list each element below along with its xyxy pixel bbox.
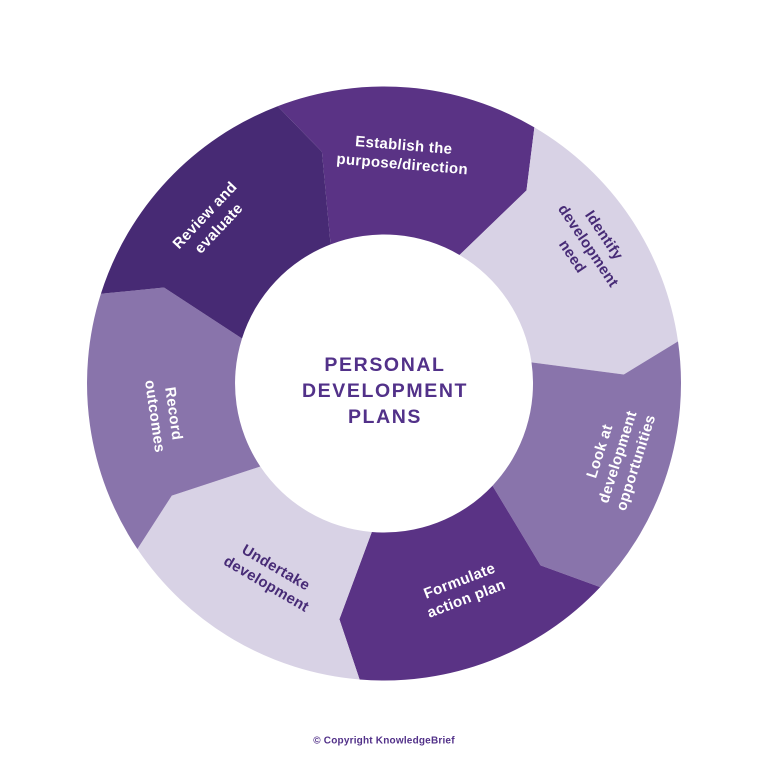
segment-shape-record	[87, 287, 261, 549]
segment-shape-look	[492, 341, 681, 588]
copyright-text: © Copyright KnowledgeBrief	[313, 735, 455, 747]
segment-shape-formulate	[339, 485, 601, 681]
diagram-title: PERSONAL DEVELOPMENT PLANS	[301, 354, 469, 428]
segment-shape-review	[100, 106, 331, 339]
segment-shape-identify	[459, 127, 678, 375]
segment-shape-establish	[277, 86, 535, 255]
segment-shape-undertake	[137, 466, 372, 680]
